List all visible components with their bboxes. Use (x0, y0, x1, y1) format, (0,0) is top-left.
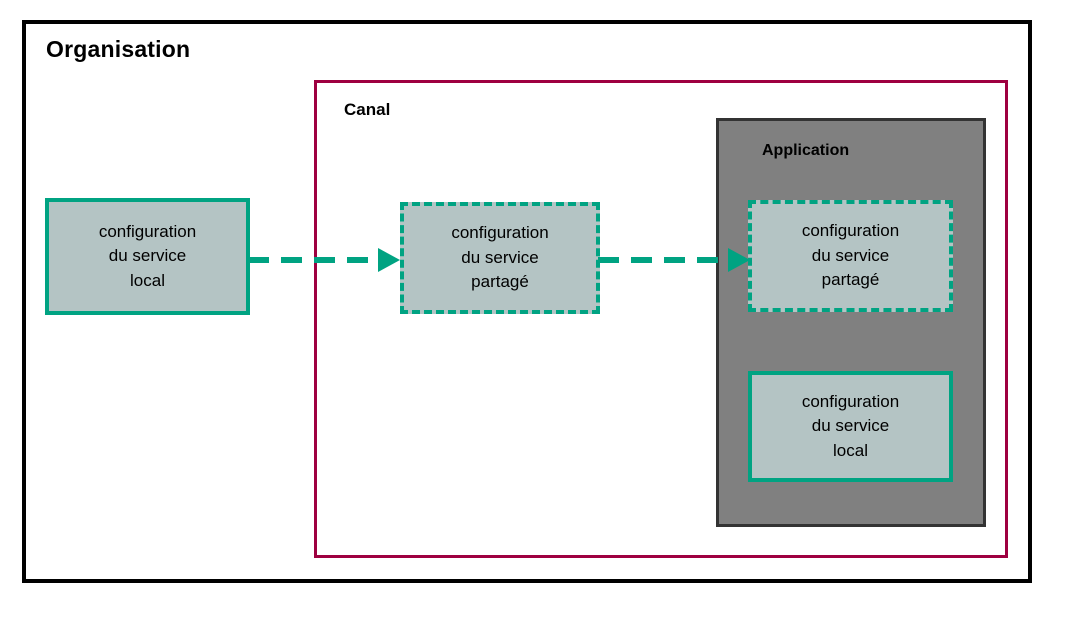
arrowhead-icon (728, 248, 750, 272)
node-text-line-2: du service (108, 246, 187, 266)
node-local-service-config-application[interactable]: configuration du service local (748, 371, 953, 482)
canal-label: Canal (344, 100, 391, 119)
application-label: Application (762, 142, 850, 159)
canal-container (314, 80, 1008, 558)
node-text-line-3: local (833, 440, 868, 460)
arrow-shared-canal-to-shared-application (598, 248, 750, 272)
arrow-local-to-shared-canal (248, 248, 400, 272)
node-shared-service-config-canal[interactable]: configuration du service partagé (400, 202, 600, 314)
node-text-line-2: du service (461, 247, 539, 267)
node-text-line-3: local (130, 270, 165, 290)
organisation-label: Organisation (46, 36, 191, 62)
node-text-line-2: du service (811, 245, 890, 265)
node-text-line-3: partagé (821, 270, 880, 290)
node-text-line-1: configuration (801, 221, 900, 241)
node-text-line-1: configuration (801, 391, 900, 411)
node-text-line-3: partagé (471, 272, 529, 292)
node-text-line-1: configuration (98, 221, 197, 241)
node-text-line-1: configuration (451, 223, 549, 243)
node-shared-service-config-application[interactable]: configuration du service partagé (748, 200, 953, 312)
arrowhead-icon (378, 248, 400, 272)
node-text-line-2: du service (811, 416, 890, 436)
node-local-service-config-organisation[interactable]: configuration du service local (45, 198, 250, 315)
